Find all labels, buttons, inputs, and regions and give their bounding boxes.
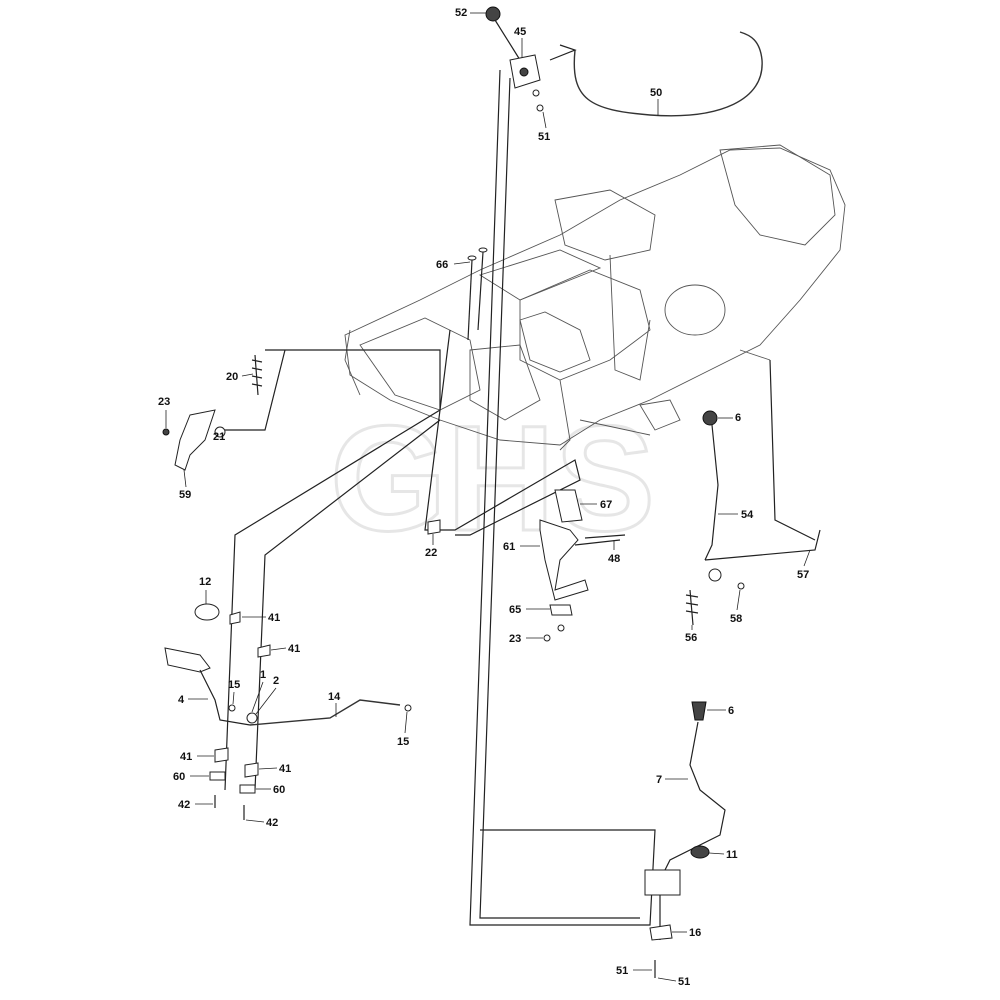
callout-label: 16 bbox=[689, 927, 701, 939]
callout-label: 67 bbox=[600, 499, 612, 511]
bolts-part-66 bbox=[467, 247, 488, 341]
control-linkage-lines bbox=[215, 69, 816, 926]
callout-label: 42 bbox=[266, 817, 278, 829]
callout-label: 59 bbox=[179, 489, 191, 501]
callout-label: 23 bbox=[158, 396, 170, 408]
callout-label: 6 bbox=[735, 412, 741, 424]
callout-label: 42 bbox=[178, 799, 190, 811]
callout-label: 20 bbox=[226, 371, 238, 383]
callout-label: 41 bbox=[279, 763, 291, 775]
callout-label: 1 bbox=[260, 669, 266, 681]
callout-label: 65 bbox=[509, 604, 521, 616]
callout-label: 22 bbox=[425, 547, 437, 559]
lever-part-54 bbox=[685, 410, 821, 626]
callout-label: 51 bbox=[616, 965, 628, 977]
spring-part-20 bbox=[251, 354, 263, 396]
lever-assembly-61 bbox=[539, 489, 626, 642]
callout-label: 56 bbox=[685, 632, 697, 644]
callout-label: 51 bbox=[538, 131, 550, 143]
callout-label: 2 bbox=[273, 675, 279, 687]
callout-label: 14 bbox=[328, 691, 341, 703]
callout-label: 48 bbox=[608, 553, 620, 565]
callout-label: 60 bbox=[273, 784, 285, 796]
callout-label: 60 bbox=[173, 771, 185, 783]
callout-label: 41 bbox=[268, 612, 280, 624]
callout-label: 57 bbox=[797, 569, 809, 581]
pedal-part-59 bbox=[162, 409, 226, 471]
callout-label: 52 bbox=[455, 7, 467, 19]
callout-label: 15 bbox=[228, 679, 240, 691]
callout-label: 50 bbox=[650, 87, 662, 99]
callout-labels: 52 45 50 51 66 20 23 21 59 6 67 54 61 48… bbox=[158, 7, 811, 988]
callout-label: 58 bbox=[730, 613, 742, 625]
callout-label: 66 bbox=[436, 259, 448, 271]
part-22-block bbox=[427, 519, 441, 535]
callout-label: 12 bbox=[199, 576, 211, 588]
gear-lever-part-7 bbox=[644, 701, 726, 978]
callout-label: 21 bbox=[213, 431, 225, 443]
callout-label: 54 bbox=[741, 509, 754, 521]
watermark-text: GHS bbox=[330, 394, 655, 562]
callout-label: 61 bbox=[503, 541, 515, 553]
chassis-frame bbox=[344, 144, 846, 451]
callout-label: 4 bbox=[178, 694, 185, 706]
throttle-assembly bbox=[485, 6, 544, 112]
callout-label: 41 bbox=[180, 751, 192, 763]
callout-label: 6 bbox=[728, 705, 734, 717]
callout-label: 41 bbox=[288, 643, 300, 655]
callout-label: 51 bbox=[678, 976, 690, 988]
callout-label: 23 bbox=[509, 633, 521, 645]
callout-label: 15 bbox=[397, 736, 409, 748]
pedal-assembly-4 bbox=[164, 603, 412, 820]
callout-label: 45 bbox=[514, 26, 526, 38]
cable-part-50 bbox=[573, 31, 763, 117]
callout-label: 11 bbox=[726, 849, 738, 861]
callout-label: 7 bbox=[656, 774, 662, 786]
